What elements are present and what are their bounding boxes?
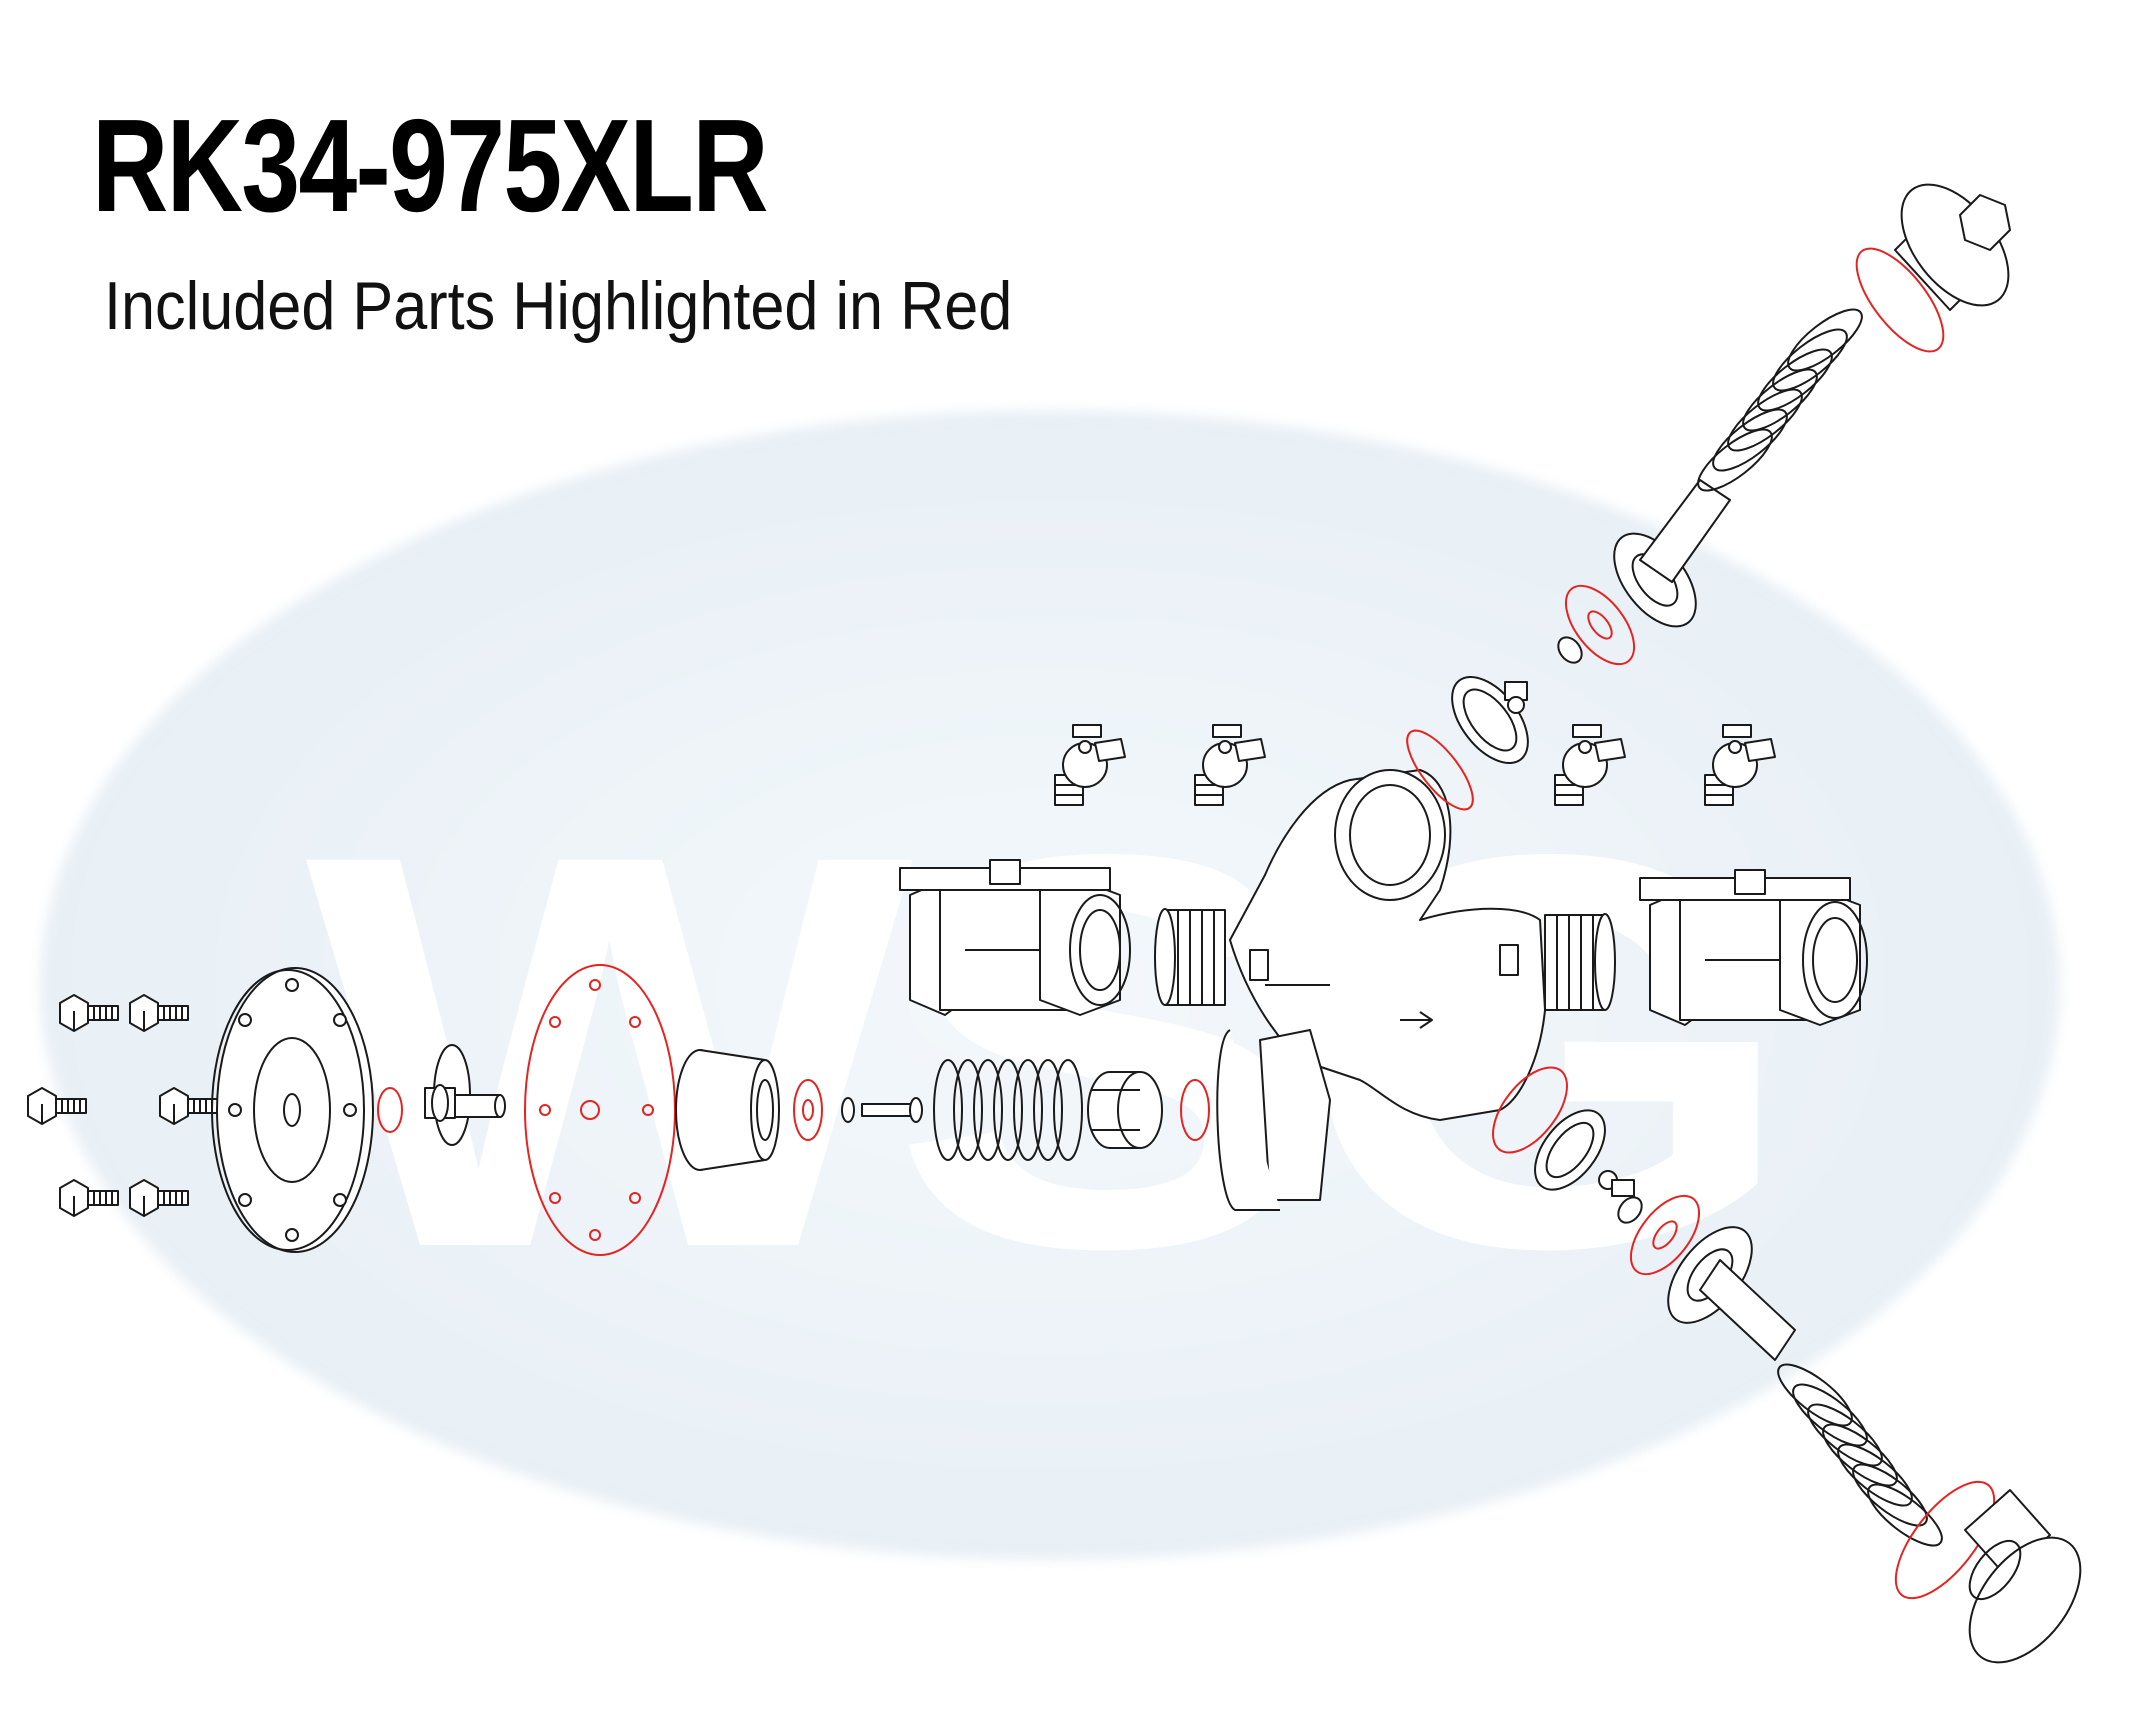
cap-plug-upper (1894, 183, 2011, 311)
shutoff-valve-right (1639, 869, 1868, 1026)
lower-check-assembly (1492, 1066, 2082, 1664)
check-disc-highlighted (1564, 584, 1636, 666)
hex-bolt (59, 1179, 119, 1217)
o-ring-highlighted (1406, 729, 1474, 811)
test-cock (1194, 724, 1266, 806)
o-ring-highlighted (1894, 1480, 1996, 1600)
screw (861, 1097, 923, 1123)
test-cock (1554, 724, 1626, 806)
cover-flange (211, 967, 374, 1253)
check-seat-lower (1534, 1109, 1606, 1191)
threaded-nipple-left (1154, 908, 1226, 1006)
o-ring-highlighted (1180, 1079, 1210, 1141)
check-poppet-upper (1613, 479, 1731, 628)
washer (1617, 1196, 1643, 1224)
hex-bolt (129, 994, 189, 1032)
page-title: RK34-975XLR (92, 92, 769, 239)
check-screw-lower (1598, 1170, 1635, 1197)
cap-plug-lower (1964, 1489, 2082, 1664)
o-ring-highlighted (1492, 1066, 1568, 1154)
hex-bolt (129, 1179, 189, 1217)
guide-cup (675, 1049, 780, 1171)
upper-check-assembly (1406, 183, 2011, 811)
diaphragm-highlighted (524, 964, 676, 1256)
check-disc-highlighted (1629, 1194, 1701, 1276)
threaded-nipple-right (1544, 913, 1616, 1011)
check-poppet-lower (1667, 1226, 1796, 1361)
washer (841, 1097, 855, 1123)
spring-cage (1087, 1071, 1163, 1149)
shutoff-valve-left (899, 859, 1131, 1016)
check-screw-upper (1504, 681, 1528, 714)
test-cock (1704, 724, 1776, 806)
spring-lower (1777, 1363, 1943, 1547)
o-ring-highlighted (1855, 247, 1945, 353)
valve-body (1216, 769, 1546, 1211)
hex-bolt (59, 994, 119, 1032)
hex-bolt-group (27, 994, 219, 1217)
o-ring-highlighted (377, 1087, 403, 1133)
hex-bolt (27, 1087, 87, 1125)
watermark-text: WSG (305, 738, 1774, 1363)
page-subtitle: Included Parts Highlighted in Red (104, 268, 1013, 344)
washer (1557, 636, 1583, 664)
test-cock-group (1054, 724, 1776, 806)
spring-upper (1697, 308, 1863, 492)
seat-disc-highlighted (793, 1079, 823, 1141)
check-seat-upper (1451, 675, 1529, 765)
diaphragm-stem (424, 1044, 506, 1146)
spring (933, 1059, 1083, 1161)
test-cock (1054, 724, 1126, 806)
